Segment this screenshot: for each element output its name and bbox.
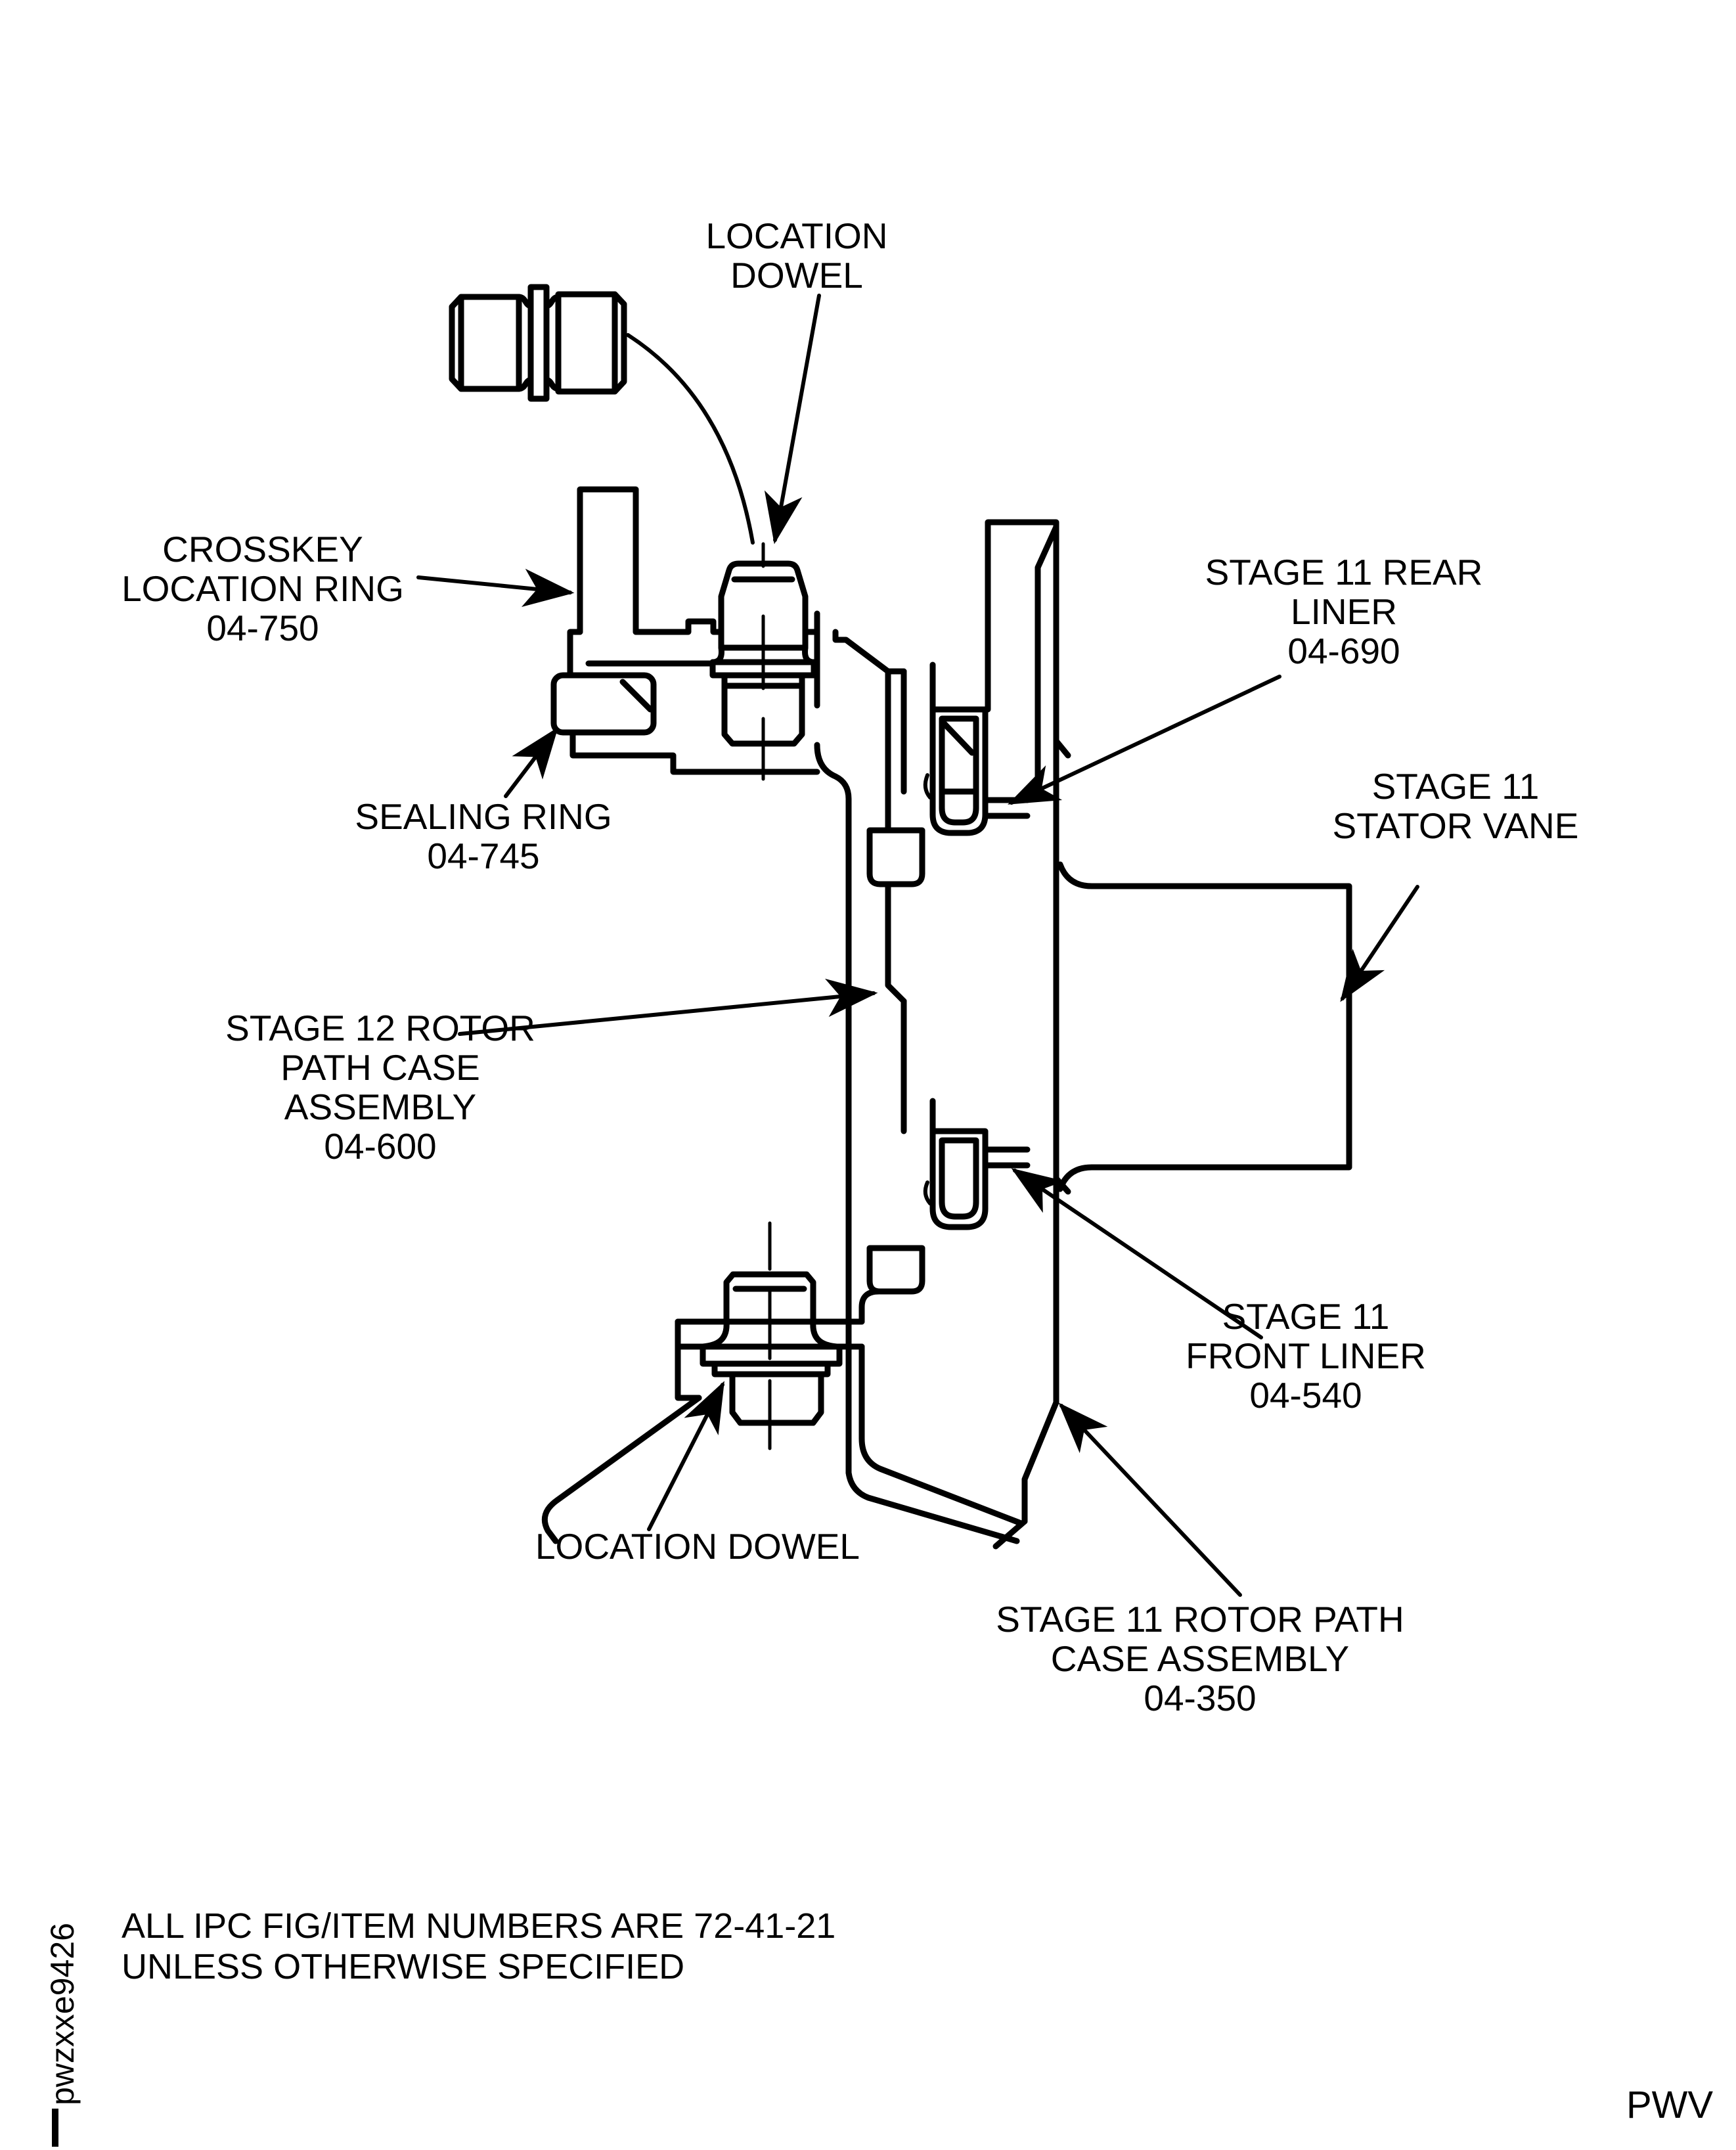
footer-note-line1: ALL IPC FIG/ITEM NUMBERS ARE 72-41-21 (122, 1906, 835, 1946)
leader-crosskey-location-ring (416, 568, 575, 608)
publisher-code: PWV (1626, 2084, 1713, 2126)
stage11-rear-liner-part (923, 706, 1031, 836)
leader-sealing-ring (504, 727, 558, 798)
sealing-ring-part (550, 672, 820, 775)
leader-stage11-stator-vane (1340, 885, 1419, 1002)
footer-note-line2: UNLESS OTHERWISE SPECIFIED (122, 1947, 684, 1986)
lower-location-dowel (675, 1221, 865, 1450)
leader-stage11-front-liner (1011, 1168, 1263, 1339)
upper-location-dowel (709, 542, 817, 781)
leader-stage11-rear-liner (1008, 675, 1281, 805)
stage11-case-bottom (541, 1343, 1023, 1544)
stage11-front-liner-part (923, 1128, 1031, 1230)
leader-location-dowel-part (626, 333, 755, 545)
leader-location-dowel-top (764, 294, 821, 545)
vane-support-flange (985, 519, 1071, 1550)
watermark-text: pwzxxe9426 (44, 1923, 81, 2105)
leader-stage11-rotor-path-case (1058, 1402, 1242, 1597)
stage11-stator-vane-part (1057, 861, 1352, 1192)
stage12-case-wall (814, 661, 936, 1476)
crosskey-post (577, 486, 639, 635)
leader-stage12-rotor-path-case (458, 978, 878, 1036)
leader-location-dowel-bottom (647, 1381, 724, 1531)
label-location-dowel-bottom: LOCATION DOWEL (535, 1526, 860, 1567)
location-dowel-part (449, 284, 627, 402)
